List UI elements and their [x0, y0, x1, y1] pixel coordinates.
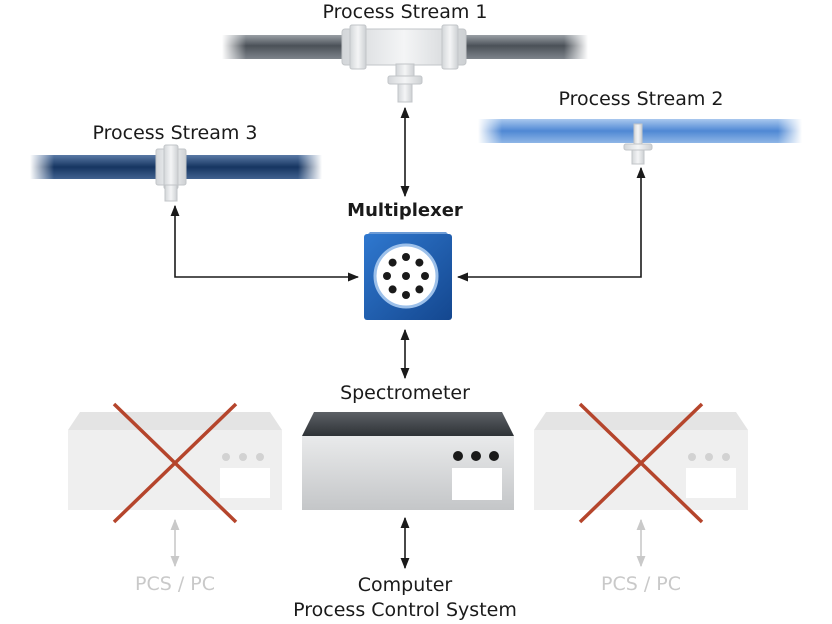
- cross-out-left: [112, 402, 238, 524]
- faded-device-left: [68, 412, 282, 510]
- multiplexer-box: [364, 232, 452, 320]
- faded-device-right: [534, 412, 748, 510]
- label-pcs-right: PCS / PC: [601, 573, 681, 595]
- arrow-stream2-multiplexer: [456, 166, 646, 282]
- label-computer: Computer: [357, 574, 453, 596]
- label-process-stream-3: Process Stream 3: [92, 122, 258, 144]
- cross-out-right: [578, 402, 704, 524]
- arrow-stream3-multiplexer: [170, 204, 360, 282]
- stream-3-tee-fitting: [155, 144, 187, 202]
- stream-2-tee-fitting: [623, 123, 653, 165]
- stream-1-tee-fitting: [341, 24, 467, 103]
- label-process-stream-1: Process Stream 1: [322, 1, 488, 23]
- label-multiplexer: Multiplexer: [347, 200, 463, 221]
- label-process-control-system: Process Control System: [293, 599, 517, 621]
- label-pcs-left: PCS / PC: [135, 573, 215, 595]
- label-spectrometer: Spectrometer: [340, 382, 470, 404]
- label-process-stream-2: Process Stream 2: [558, 88, 724, 110]
- spectrometer-device: [302, 412, 514, 510]
